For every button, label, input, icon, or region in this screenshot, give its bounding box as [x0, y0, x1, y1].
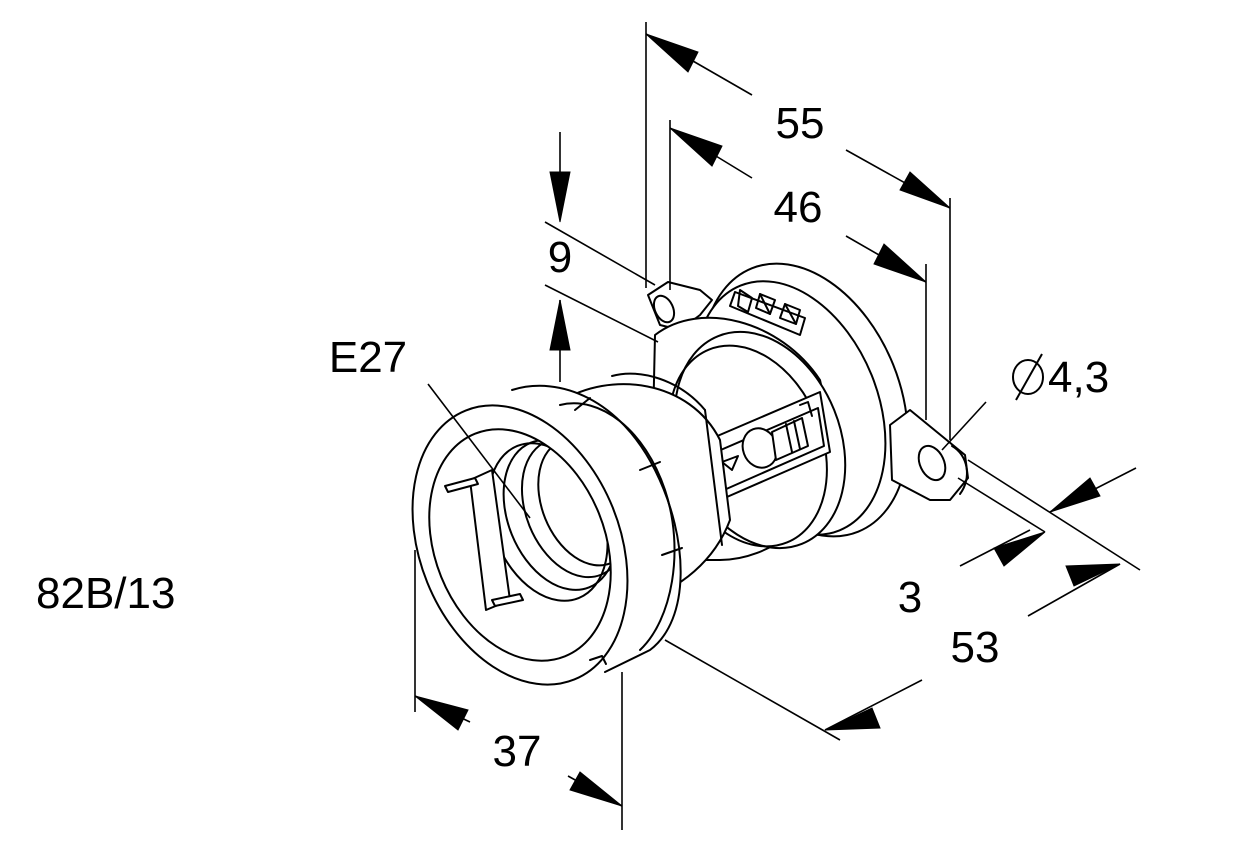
bulb-window: [707, 391, 831, 501]
diameter-icon: [1012, 353, 1044, 401]
dim-53-label: 53: [951, 623, 1000, 672]
dim-46-label: 46: [774, 183, 823, 232]
arrow-mark-icon: [721, 455, 739, 471]
dimension-arrowheads: [414, 33, 1121, 807]
dim-37-label: 37: [493, 727, 542, 776]
thread-label: E27: [329, 333, 407, 382]
contact-pins: [444, 477, 524, 607]
ring-notch: [589, 655, 607, 665]
dim-3-label: 3: [898, 573, 922, 622]
lower-mounting-ear: [889, 409, 969, 501]
part-number: 82B/13: [36, 569, 175, 618]
dim-hole-diameter-label: 4,3: [1048, 353, 1109, 402]
dim-9-label: 9: [548, 233, 572, 282]
bulb-icon: [741, 401, 813, 469]
dim-55-label: 55: [776, 99, 825, 148]
flange-ribs: [729, 289, 806, 336]
lamp-holder-body: [411, 262, 969, 686]
